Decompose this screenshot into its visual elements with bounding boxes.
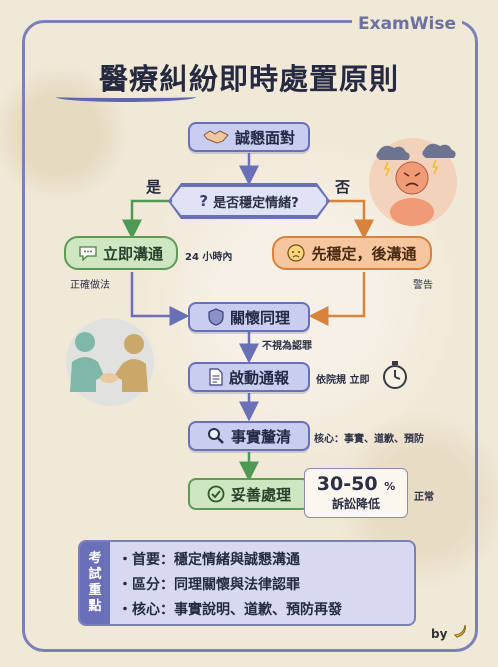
brand-logo: ExamWise: [352, 14, 462, 34]
magnifier-icon: [207, 427, 225, 445]
stat-box: 30-50 % 訴訟降低: [304, 468, 408, 518]
arrow-no: [328, 199, 374, 240]
question-icon: ?: [199, 192, 209, 210]
label-per-rules: 依院規 立即: [316, 375, 370, 386]
summary-tag: 考 試 重 點: [80, 542, 110, 624]
node-start: 誠懇面對: [188, 122, 310, 152]
node-decision-label: 是否穩定情緒?: [213, 195, 299, 211]
title-underline: [56, 92, 196, 102]
shield-icon: [208, 308, 224, 326]
summary-item: 區分：同理關懷與法律認罪: [118, 573, 342, 598]
node-empathy: 關懷同理: [188, 302, 310, 332]
handshake-icon: [203, 129, 229, 145]
summary-list: 首要：穩定情緒與誠懇溝通 區分：同理關懷與法律認罪 核心：事實說明、道歉、預防再…: [118, 548, 342, 623]
node-yes-label: 立即溝通: [102, 244, 163, 263]
node-report: 啟動通報: [188, 362, 310, 392]
summary-tag-char: 點: [88, 599, 102, 614]
label-yes: 是: [146, 178, 162, 196]
label-not-admission: 不視為認罪: [262, 341, 312, 352]
node-report-label: 啟動通報: [228, 368, 289, 387]
speech-bubble-icon: [79, 245, 97, 261]
label-correct-practice: 正確做法: [70, 280, 110, 291]
summary-item: 核心：事實說明、道歉、預防再發: [118, 598, 342, 623]
worried-face-icon: [287, 244, 306, 262]
summary-tag-char: 試: [88, 567, 102, 582]
node-resolve-label: 妥善處理: [230, 485, 291, 504]
credit: by: [431, 622, 468, 641]
label-no: 否: [335, 178, 351, 196]
summary-tag-char: 重: [88, 583, 102, 598]
node-start-label: 誠懇面對: [234, 128, 295, 147]
node-facts: 事實釐清: [188, 421, 310, 451]
label-core: 核心：事實、道歉、預防: [314, 434, 424, 445]
label-normal: 正常: [414, 492, 434, 503]
node-resolve: 妥善處理: [188, 478, 310, 510]
label-within-24h: 24 小時內: [185, 252, 233, 263]
stat-value-line: 30-50 %: [305, 473, 407, 495]
banana-icon: [452, 622, 468, 638]
stopwatch-icon: [383, 361, 407, 389]
summary-tag-char: 考: [88, 551, 102, 566]
label-warning: 警告: [413, 280, 433, 291]
handshake-people-illustration: [66, 318, 154, 406]
check-circle-icon: [207, 485, 225, 503]
stat-caption: 訴訟降低: [331, 497, 380, 511]
node-no-branch: 先穩定，後溝通: [272, 236, 432, 270]
document-icon: [209, 368, 223, 386]
node-no-label: 先穩定，後溝通: [311, 244, 417, 263]
page-frame: [22, 20, 478, 652]
angry-person-illustration: [369, 138, 457, 226]
arrow-yes-to-empathy: [130, 272, 190, 326]
node-yes-branch: 立即溝通: [64, 236, 178, 270]
node-facts-label: 事實釐清: [230, 427, 291, 446]
stat-value: 30-50: [316, 473, 378, 495]
credit-label: by: [431, 627, 448, 641]
arrow-no-to-empathy: [308, 272, 366, 326]
summary-item: 首要：穩定情緒與誠懇溝通: [118, 548, 342, 573]
stat-unit: %: [384, 480, 396, 493]
page-title: 醫療糾紛即時處置原則: [98, 62, 399, 96]
node-empathy-label: 關懷同理: [229, 308, 290, 327]
node-decision: ? 是否穩定情緒?: [170, 185, 328, 217]
arrow-yes: [122, 199, 170, 240]
